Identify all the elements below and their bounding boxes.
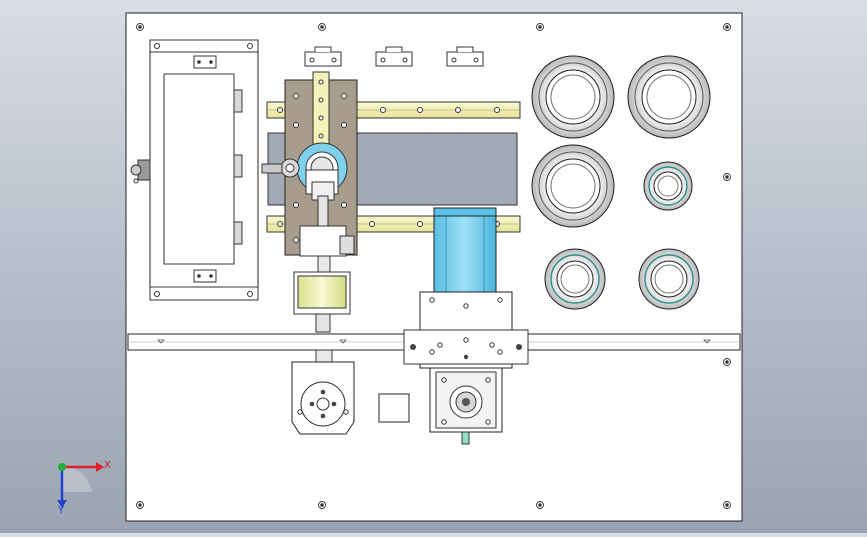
mounting-hole bbox=[723, 501, 731, 509]
mounting-hole bbox=[536, 501, 544, 509]
top-bracket[interactable] bbox=[446, 46, 484, 67]
gripper-head[interactable] bbox=[299, 169, 355, 275]
mounting-hole bbox=[318, 23, 326, 31]
sliding-table[interactable] bbox=[403, 291, 529, 369]
axis-triad: X Y bbox=[57, 460, 111, 516]
mounting-hole bbox=[723, 173, 731, 181]
indexing-turntable[interactable] bbox=[291, 349, 355, 435]
top-bracket[interactable] bbox=[375, 46, 413, 67]
ring-fixture-large[interactable] bbox=[531, 55, 615, 139]
ring-fixture-large[interactable] bbox=[531, 144, 615, 228]
mounting-hole bbox=[136, 23, 144, 31]
mounting-hole bbox=[723, 358, 731, 366]
collet[interactable] bbox=[293, 271, 351, 333]
sensor-block[interactable] bbox=[378, 393, 410, 423]
mounting-hole bbox=[536, 23, 544, 31]
y-axis-label: Y bbox=[57, 505, 65, 516]
mounting-hole bbox=[136, 501, 144, 509]
ring-fixture-medium[interactable] bbox=[544, 248, 606, 310]
x-axis-label: X bbox=[104, 460, 111, 471]
stepper-motor-lower[interactable] bbox=[429, 367, 503, 445]
mounting-holes bbox=[136, 23, 731, 509]
ring-fixture-large[interactable] bbox=[627, 55, 711, 139]
top-bracket[interactable] bbox=[304, 46, 342, 67]
ring-fixture-medium[interactable] bbox=[638, 248, 700, 310]
left-cylinder-assembly[interactable] bbox=[130, 39, 259, 301]
mounting-hole bbox=[723, 23, 731, 31]
mounting-hole bbox=[318, 501, 326, 509]
stepper-motor-upper[interactable] bbox=[433, 207, 497, 295]
ring-fixture-small[interactable] bbox=[643, 161, 693, 211]
